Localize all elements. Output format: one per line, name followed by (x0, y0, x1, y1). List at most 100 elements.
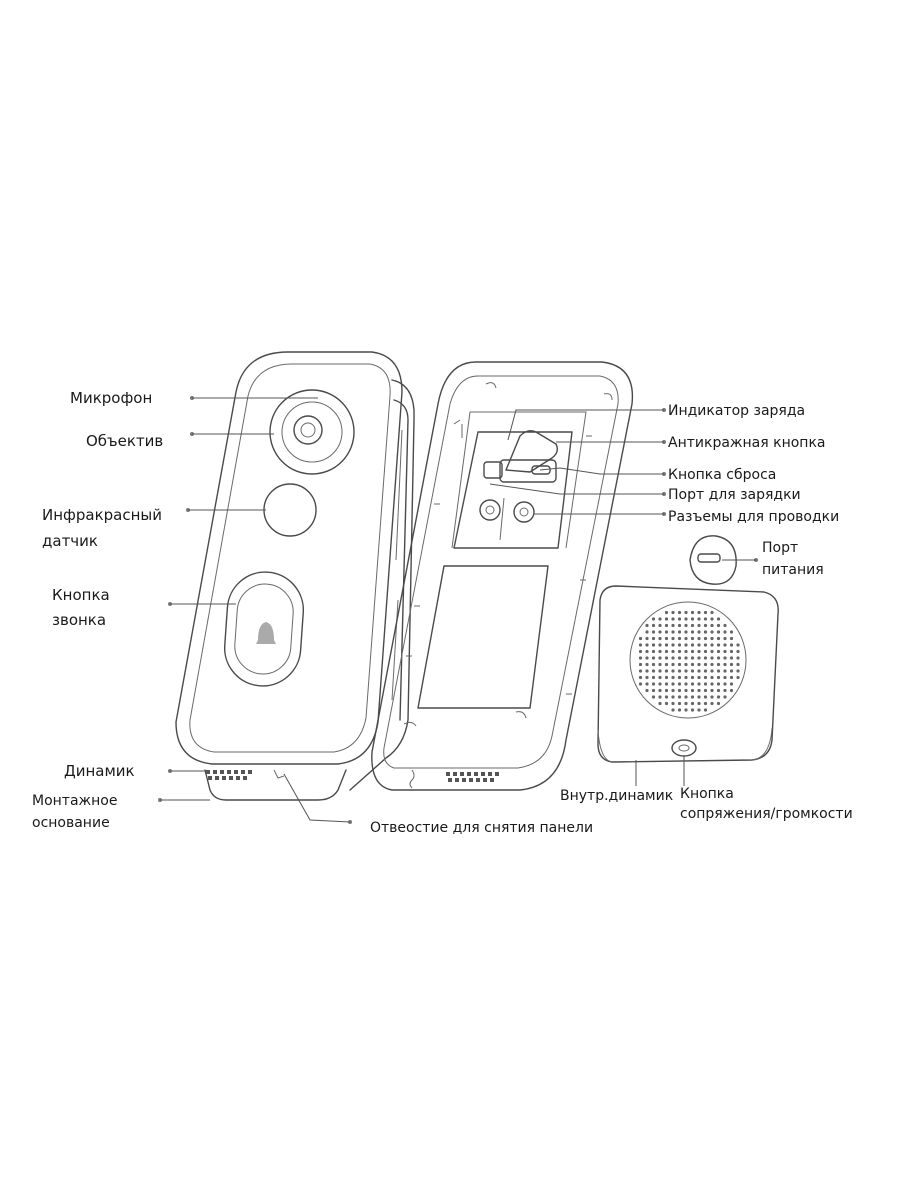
label-panel-removal-hole: Отвеостие для снятия панели (370, 820, 593, 836)
label-internal-speaker: Внутр.динамик (560, 788, 673, 804)
grill-hole (639, 643, 642, 646)
grill-hole (658, 676, 661, 679)
grill-hole (691, 624, 694, 627)
grill-hole (697, 708, 700, 711)
grill-hole (678, 682, 681, 685)
grill-hole (645, 656, 648, 659)
grill-hole (717, 617, 720, 620)
chime-unit (598, 536, 778, 762)
grill-hole (678, 708, 681, 711)
ir-sensor-icon (264, 484, 316, 536)
grill-hole (652, 669, 655, 672)
grill-hole (717, 663, 720, 666)
grill-hole (671, 637, 674, 640)
grill-hole (730, 643, 733, 646)
grill-hole (704, 650, 707, 653)
label-ir-sensor-2: датчик (42, 532, 98, 550)
grill-hole (717, 695, 720, 698)
grill-hole (697, 676, 700, 679)
grill-hole (652, 676, 655, 679)
leader-lines (158, 396, 758, 824)
grill-hole (665, 689, 668, 692)
grill-hole (645, 682, 648, 685)
grill-hole (652, 617, 655, 620)
grill-hole (658, 669, 661, 672)
grill-hole (691, 689, 694, 692)
grill-hole (678, 702, 681, 705)
grill-hole (678, 617, 681, 620)
grill-hole (658, 643, 661, 646)
camera-housing (270, 390, 354, 474)
label-power-port-1: Порт (762, 540, 798, 556)
label-charging-port: Порт для зарядки (668, 487, 801, 503)
grill-hole (645, 643, 648, 646)
grill-hole (697, 663, 700, 666)
grill-hole (645, 689, 648, 692)
grill-hole (671, 708, 674, 711)
grill-hole (671, 630, 674, 633)
grill-hole (704, 617, 707, 620)
grill-hole (704, 663, 707, 666)
label-lens: Объектив (86, 432, 163, 450)
grill-hole (671, 643, 674, 646)
grill-hole (678, 630, 681, 633)
grill-hole (684, 656, 687, 659)
label-power-port-2: питания (762, 562, 824, 578)
grill-hole (710, 637, 713, 640)
grill-hole (736, 676, 739, 679)
grill-hole (691, 611, 694, 614)
grill-hole (684, 669, 687, 672)
grill-hole (736, 656, 739, 659)
wiring-terminal-right (514, 502, 534, 522)
grill-hole (697, 682, 700, 685)
label-ir-sensor-1: Инфракрасный (42, 506, 162, 524)
grill-hole (678, 624, 681, 627)
grill-hole (723, 650, 726, 653)
grill-hole (658, 689, 661, 692)
label-mount-base-1: Монтажное (32, 793, 117, 809)
grill-hole (730, 663, 733, 666)
grill-hole (723, 689, 726, 692)
grill-hole (710, 663, 713, 666)
grill-hole (704, 708, 707, 711)
grill-hole (691, 702, 694, 705)
wiring-terminal-left (480, 500, 500, 520)
anti-theft-button-icon (506, 431, 557, 472)
grill-hole (671, 617, 674, 620)
grill-hole (665, 624, 668, 627)
grill-hole (710, 695, 713, 698)
pairing-volume-button-icon (672, 740, 696, 756)
grill-hole (710, 630, 713, 633)
grill-hole (665, 702, 668, 705)
grill-hole (704, 643, 707, 646)
grill-hole (684, 643, 687, 646)
grill-hole (671, 650, 674, 653)
chime-speaker-grill (639, 611, 740, 712)
grill-hole (704, 682, 707, 685)
grill-hole (704, 637, 707, 640)
grill-hole (704, 630, 707, 633)
grill-hole (736, 643, 739, 646)
label-wiring-terminals: Разъемы для проводки (668, 509, 839, 525)
grill-hole (710, 689, 713, 692)
grill-hole (730, 650, 733, 653)
speaker-grill (206, 770, 252, 780)
grill-hole (723, 643, 726, 646)
label-microphone: Микрофон (70, 389, 152, 407)
grill-hole (639, 656, 642, 659)
grill-hole (723, 663, 726, 666)
grill-hole (710, 617, 713, 620)
grill-hole (717, 689, 720, 692)
grill-hole (658, 637, 661, 640)
grill-hole (697, 669, 700, 672)
label-pairing-volume-1: Кнопка (680, 786, 734, 802)
grill-hole (691, 617, 694, 620)
grill-hole (697, 650, 700, 653)
grill-hole (645, 624, 648, 627)
grill-hole (704, 624, 707, 627)
grill-hole (710, 650, 713, 653)
grill-hole (723, 656, 726, 659)
grill-hole (665, 611, 668, 614)
grill-hole (671, 702, 674, 705)
